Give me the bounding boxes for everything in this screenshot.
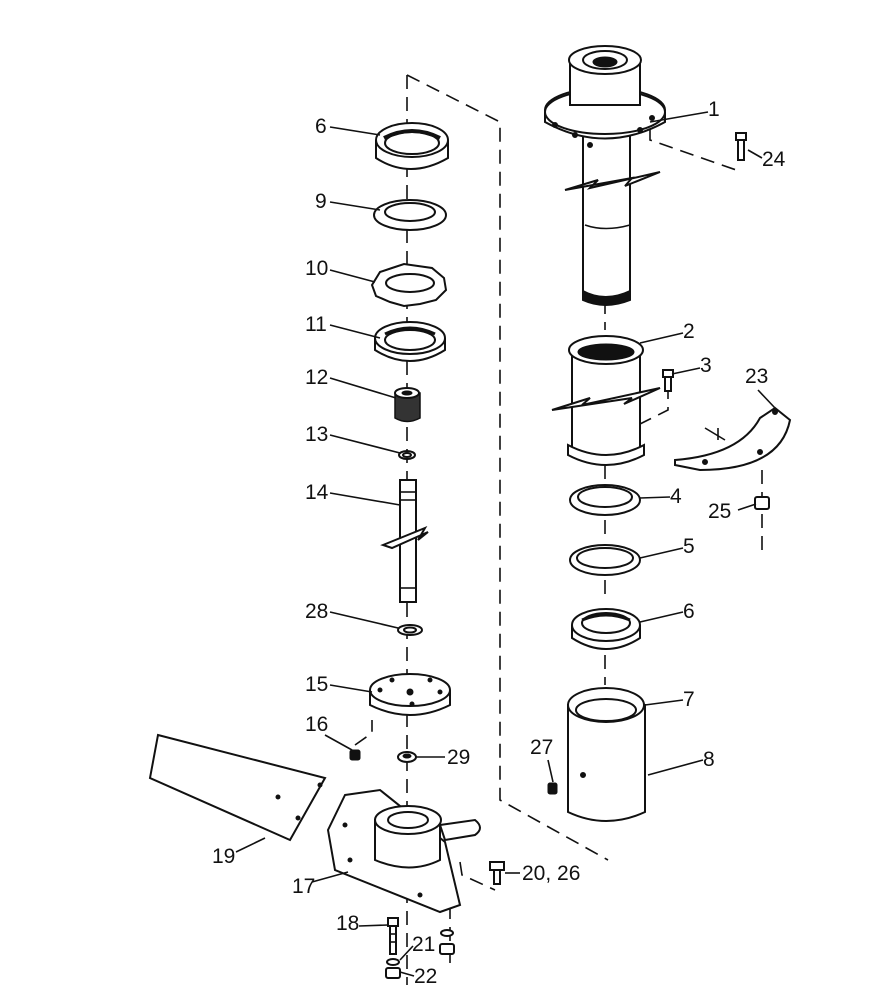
part-11-lock-nut bbox=[374, 321, 446, 362]
callout-16: 16 bbox=[305, 713, 328, 736]
part-24-bolt bbox=[735, 132, 747, 161]
callout-24: 24 bbox=[762, 148, 786, 171]
callout-10: 10 bbox=[305, 257, 328, 280]
callout-20-26: 20, 26 bbox=[522, 862, 580, 885]
callout-3: 3 bbox=[700, 354, 712, 377]
callout-14: 14 bbox=[305, 481, 329, 504]
callout-7: 7 bbox=[683, 688, 695, 711]
part-19-blade bbox=[148, 733, 327, 842]
part-12-needle-bearing bbox=[394, 387, 421, 423]
callout-1: 1 bbox=[708, 98, 720, 121]
leader-lines bbox=[235, 111, 776, 977]
part-1-spindle-housing bbox=[544, 45, 666, 306]
part-10-tab-washer bbox=[370, 262, 448, 308]
part-17-gearbox-mount bbox=[326, 788, 481, 914]
callout-21: 21 bbox=[412, 933, 435, 956]
callout-28: 28 bbox=[305, 600, 328, 623]
callout-15: 15 bbox=[305, 673, 328, 696]
part-27-fitting bbox=[547, 782, 558, 795]
part-22-nut bbox=[385, 943, 455, 979]
callout-8: 8 bbox=[703, 748, 715, 771]
part-23-guard-plate bbox=[674, 406, 792, 472]
callout-4: 4 bbox=[670, 485, 682, 508]
part-6-bearing-left bbox=[375, 122, 449, 170]
part-21-washer bbox=[386, 929, 454, 966]
part-16-bolt bbox=[349, 749, 361, 761]
part-20-26-bolt bbox=[489, 861, 505, 885]
part-9-washer bbox=[373, 199, 447, 231]
callout-9: 9 bbox=[315, 190, 327, 213]
callout-29: 29 bbox=[447, 746, 470, 769]
part-6-bearing-right bbox=[571, 608, 641, 650]
part-5-ring bbox=[569, 544, 641, 576]
callout-17: 17 bbox=[292, 875, 315, 898]
part-4-ring bbox=[569, 484, 641, 516]
callout-11: 11 bbox=[305, 313, 327, 336]
part-25-nut bbox=[754, 496, 770, 510]
part-2-tube bbox=[551, 335, 661, 466]
callout-6-left: 6 bbox=[315, 115, 327, 138]
callout-13: 13 bbox=[305, 423, 328, 446]
callout-labels: 1 24 2 3 23 4 25 5 6 7 8 27 6 9 10 11 12… bbox=[212, 98, 786, 988]
part-13-circlip bbox=[398, 450, 416, 460]
callout-6-right: 6 bbox=[683, 600, 695, 623]
callout-22: 22 bbox=[414, 965, 437, 988]
part-28-circlip bbox=[397, 624, 423, 636]
part-3-bolt bbox=[662, 369, 674, 392]
callout-23: 23 bbox=[745, 365, 768, 388]
part-18-bolt bbox=[387, 917, 399, 955]
part-14-shaft bbox=[380, 479, 429, 603]
part-29-bushing bbox=[397, 751, 417, 763]
part-15-cover-plate bbox=[369, 673, 451, 716]
callout-2: 2 bbox=[683, 320, 695, 343]
callout-5: 5 bbox=[683, 535, 695, 558]
callout-18: 18 bbox=[336, 912, 359, 935]
callout-19: 19 bbox=[212, 845, 235, 868]
part-7-sleeve bbox=[567, 687, 646, 822]
callout-27: 27 bbox=[530, 736, 553, 759]
callout-25: 25 bbox=[708, 500, 731, 523]
callout-12: 12 bbox=[305, 366, 328, 389]
